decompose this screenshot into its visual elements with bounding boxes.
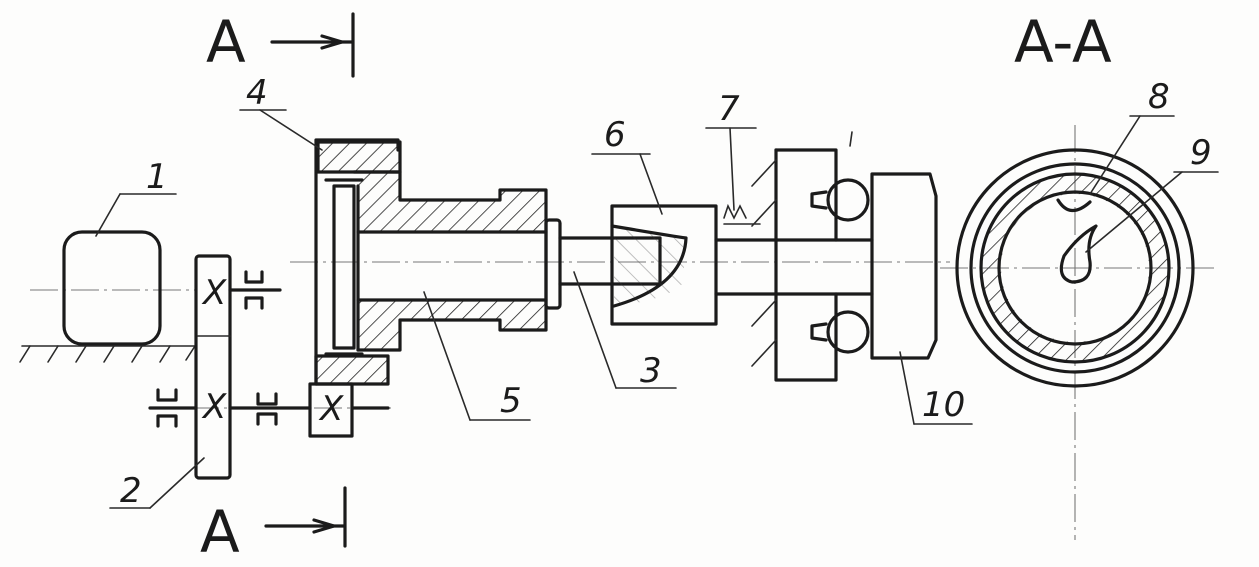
label-part-2: 2 bbox=[120, 471, 142, 511]
label-part-8: 8 bbox=[1148, 77, 1170, 117]
section-marker-bottom: A bbox=[200, 486, 347, 566]
motor bbox=[19, 230, 197, 363]
faceplate-gear: X bbox=[308, 138, 548, 438]
section-view bbox=[955, 148, 1195, 388]
label-part-4: 4 bbox=[246, 73, 268, 113]
guide-housing bbox=[751, 131, 938, 382]
label-part-10: 10 bbox=[922, 385, 965, 425]
leader-lines bbox=[95, 109, 1219, 509]
section-letter-bottom: A bbox=[200, 498, 240, 566]
label-part-9: 9 bbox=[1190, 133, 1212, 173]
label-part-3: 3 bbox=[640, 351, 662, 391]
gear-pair: X X bbox=[148, 254, 312, 480]
bearing-mark: X bbox=[318, 389, 344, 429]
section-marker-top: A bbox=[206, 8, 355, 78]
section-view-title: A-A bbox=[1014, 8, 1112, 76]
label-part-6: 6 bbox=[604, 115, 626, 155]
crank-coupling bbox=[610, 204, 718, 326]
label-part-5: 5 bbox=[500, 381, 522, 421]
section-letter-top: A bbox=[206, 8, 246, 76]
bearing-mark: X bbox=[201, 273, 227, 313]
bearing-mark: X bbox=[201, 387, 227, 427]
label-part-1: 1 bbox=[146, 157, 168, 197]
label-part-7: 7 bbox=[718, 89, 740, 129]
